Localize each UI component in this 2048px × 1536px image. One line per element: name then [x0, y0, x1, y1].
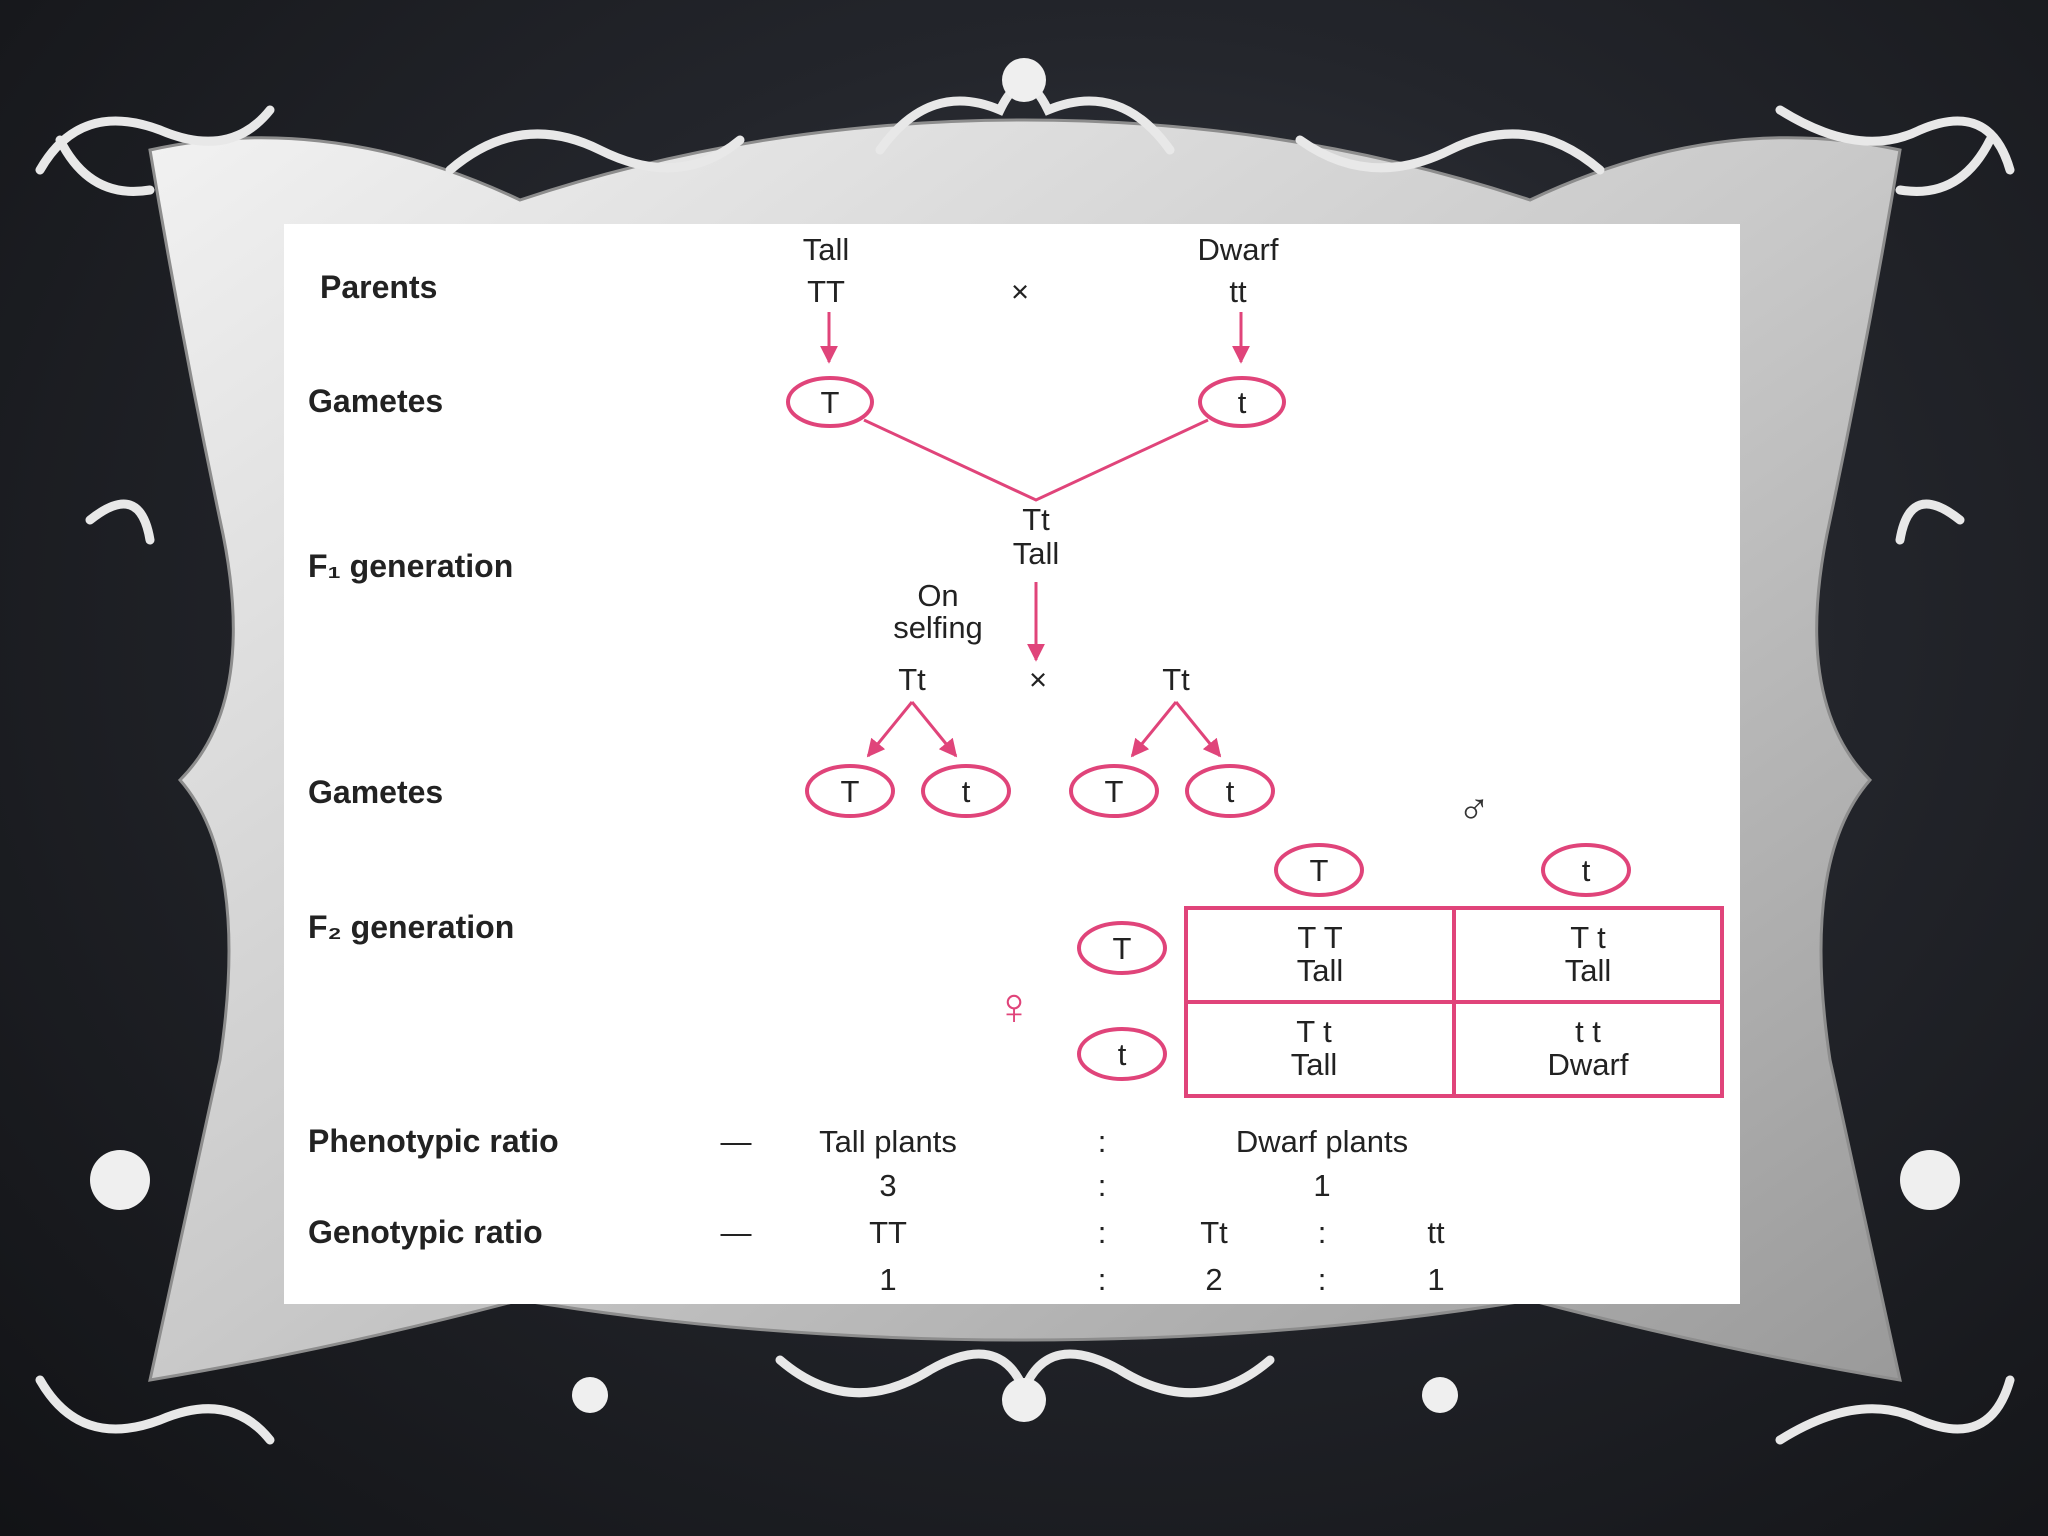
phenotypic-tall-label: Tall plants [819, 1124, 957, 1159]
gamete-parent-right-text: t [1238, 385, 1247, 420]
genotypic-dash: — [721, 1215, 752, 1250]
female-gamete-2 [1077, 1027, 1167, 1081]
genotypic-value-1: 1 [879, 1262, 896, 1297]
f1-generation-label: F₁ generation [308, 548, 513, 584]
selfing-note-line1: On [917, 578, 958, 613]
diagram-panel: Parents Gametes F₁ generation Gametes F₂… [284, 224, 1740, 1304]
selfing-note-line2: selfing [893, 610, 983, 645]
male-gamete-2 [1541, 843, 1631, 897]
genotypic-Tt: Tt [1200, 1215, 1228, 1250]
genotypic-colon-4: : [1318, 1262, 1327, 1297]
punnett-cell-3-phenotype: Tall [1291, 1047, 1338, 1082]
f1-cross-left: Tt [898, 662, 926, 697]
gamete-parent-left [786, 376, 874, 428]
f1-gamete-4 [1185, 764, 1275, 818]
gametes-label: Gametes [308, 383, 443, 419]
f1-cross-symbol: × [1029, 662, 1047, 697]
parent-left-genotype: TT [807, 274, 845, 309]
gamete-parent-left-text: T [821, 385, 840, 420]
arrow-f1-left-T [866, 701, 914, 758]
punnett-cell-1-genotype: T T [1297, 920, 1342, 955]
phenotypic-colon-2: : [1098, 1168, 1107, 1203]
f1-gamete-1 [805, 764, 895, 818]
arrow-f1-right-t [1174, 701, 1222, 758]
male-gamete-2-text: t [1582, 853, 1591, 888]
genotypic-colon-2: : [1318, 1215, 1327, 1250]
parent-right-genotype: tt [1229, 274, 1247, 309]
genotypic-tt: tt [1427, 1215, 1445, 1250]
arrow-f1-right-T [1130, 701, 1178, 758]
monohybrid-cross-diagram: Parents Gametes F₁ generation Gametes F₂… [308, 232, 1724, 1297]
f1-gamete-1-text: T [841, 774, 860, 809]
f1-gamete-3 [1069, 764, 1159, 818]
male-gamete-1-text: T [1310, 853, 1329, 888]
arrow-f1-left-t [910, 701, 958, 758]
punnett-cell-1-phenotype: Tall [1297, 953, 1344, 988]
male-gamete-1 [1274, 843, 1364, 897]
genotypic-ratio-label: Genotypic ratio [308, 1214, 543, 1250]
f1-gamete-4-text: t [1226, 774, 1235, 809]
f1-gamete-2 [921, 764, 1011, 818]
f1-gamete-3-text: T [1105, 774, 1124, 809]
parent-cross-symbol: × [1011, 274, 1029, 309]
punnett-cell-2-genotype: T t [1570, 920, 1606, 955]
frame-ornaments [35, 80, 2015, 1445]
f1-genotype: Tt [1022, 502, 1050, 537]
female-gamete-1-text: T [1113, 931, 1132, 966]
genotypic-value-2: 2 [1205, 1262, 1222, 1297]
f1-gamete-2-text: t [962, 774, 971, 809]
phenotypic-dwarf-label: Dwarf plants [1236, 1124, 1408, 1159]
punnett-cell-2-phenotype: Tall [1565, 953, 1612, 988]
phenotypic-dwarf-value: 1 [1313, 1168, 1330, 1203]
punnett-cell-4-phenotype: Dwarf [1548, 1047, 1629, 1082]
gametes-label-2: Gametes [308, 774, 443, 810]
punnett-cell-3-genotype: T t [1296, 1014, 1332, 1049]
parent-left-phenotype: Tall [803, 232, 850, 267]
phenotypic-colon: : [1098, 1124, 1107, 1159]
phenotypic-tall-value: 3 [879, 1168, 896, 1203]
gamete-parent-right [1198, 376, 1286, 428]
phenotypic-ratio-label: Phenotypic ratio [308, 1123, 559, 1159]
f2-generation-label: F₂ generation [308, 909, 514, 945]
punnett-cell-4-genotype: t t [1575, 1014, 1601, 1049]
parent-right-phenotype: Dwarf [1198, 232, 1279, 267]
f1-cross-right: Tt [1162, 662, 1190, 697]
phenotypic-dash: — [721, 1124, 752, 1159]
male-symbol-icon: ♂ [1458, 785, 1491, 834]
genotypic-value-3: 1 [1427, 1262, 1444, 1297]
fertilization-lines [863, 418, 1209, 502]
genotypic-colon-3: : [1098, 1262, 1107, 1297]
genotypic-colon-1: : [1098, 1215, 1107, 1250]
frame-ornament-dots [90, 58, 1960, 1422]
female-gamete-1 [1077, 921, 1167, 975]
genotypic-TT: TT [869, 1215, 907, 1250]
parents-label: Parents [320, 269, 437, 305]
f1-phenotype: Tall [1013, 536, 1060, 571]
female-symbol-icon: ♀ [995, 978, 1034, 1036]
female-gamete-2-text: t [1118, 1037, 1127, 1072]
